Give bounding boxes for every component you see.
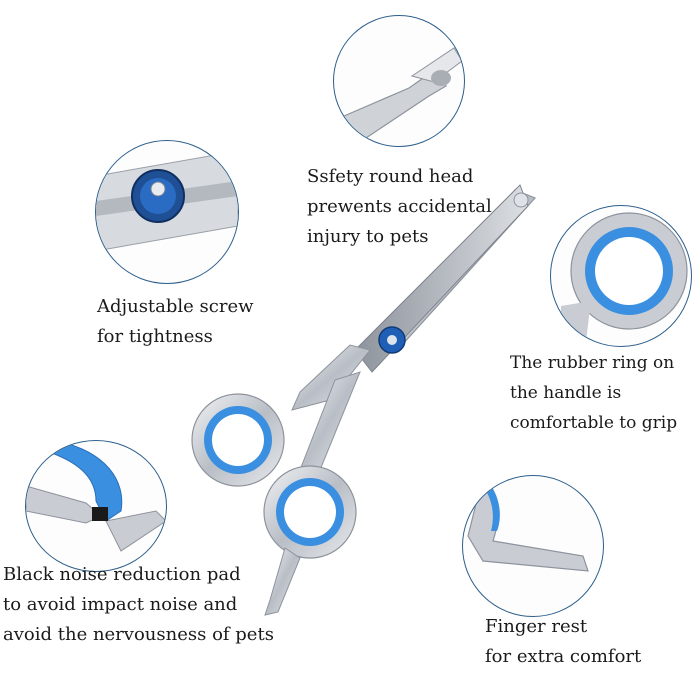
round-head-closeup xyxy=(333,15,465,147)
noise-pad-line-3: avoid the nervousness of pets xyxy=(3,624,274,645)
round-head-line-3: injury to pets xyxy=(307,226,429,247)
screw-callout: Adjustable screw for tightness xyxy=(97,292,254,352)
noise-pad-line-2: to avoid impact noise and xyxy=(3,594,238,615)
noise-pad-closeup xyxy=(25,440,167,572)
rubber-ring-line-3: comfortable to grip xyxy=(510,413,678,433)
round-head-callout: Ssfety round head prewents accidental in… xyxy=(307,162,492,252)
screw-line-1: Adjustable screw xyxy=(97,296,254,317)
finger-rest-line-1: Finger rest xyxy=(485,616,588,637)
rubber-ring-line-2: the handle is xyxy=(510,383,622,403)
screw-closeup xyxy=(95,140,239,284)
rubber-ring-closeup xyxy=(550,205,692,347)
noise-pad-line-1: Black noise reduction pad xyxy=(3,564,241,585)
rubber-ring-callout: The rubber ring on the handle is comfort… xyxy=(510,348,677,438)
rubber-ring-line-1: The rubber ring on xyxy=(510,353,675,373)
noise-pad-callout: Black noise reduction pad to avoid impac… xyxy=(3,560,274,650)
round-head-line-2: prewents accidental xyxy=(307,196,492,217)
round-head-line-1: Ssfety round head xyxy=(307,166,474,187)
finger-rest-callout: Finger rest for extra comfort xyxy=(485,612,641,672)
finger-rest-closeup xyxy=(462,475,604,617)
finger-rest-line-2: for extra comfort xyxy=(485,646,642,667)
screw-line-2: for tightness xyxy=(97,326,213,347)
